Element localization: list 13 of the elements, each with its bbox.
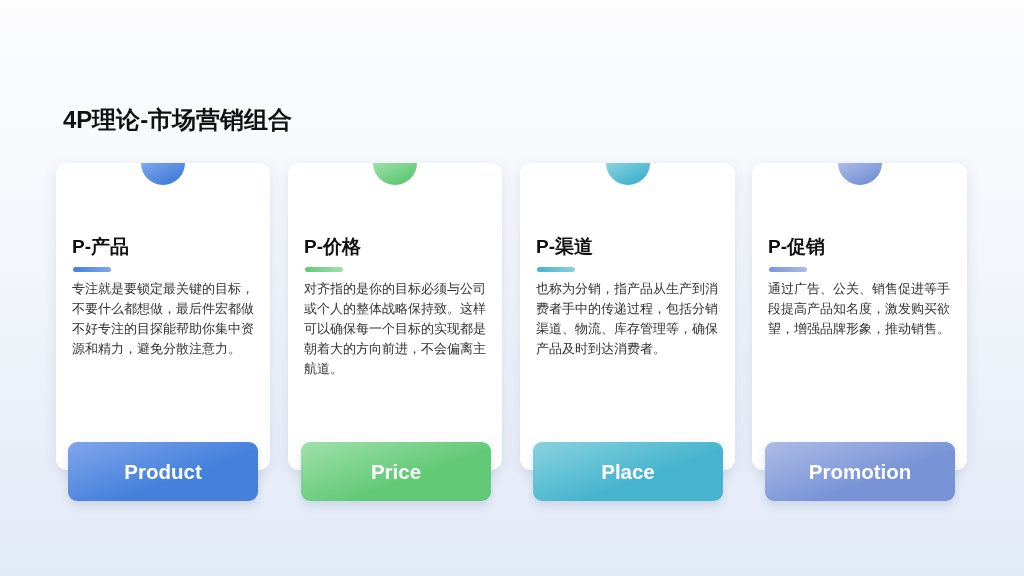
card-heading: P-渠道	[536, 235, 593, 259]
card-heading: P-价格	[304, 235, 361, 259]
card-heading: P-产品	[72, 235, 129, 259]
card-text: 专注就是要锁定最关键的目标，不要什么都想做，最后件宏都做不好专注的目探能帮助你集中资源和精力，避免分散注意力。	[72, 281, 254, 358]
title: 4P理论-市场营销组合	[63, 105, 293, 135]
card-heading: P-促销	[768, 235, 825, 259]
card-text: 也称为分销，指产品从生产到消费者手中的传递过程，包括分销渠道、物流、库存管理等，确保产品及时到达消费者。	[536, 281, 718, 358]
name-banner: Product	[68, 442, 258, 501]
name-banner: Price	[301, 442, 491, 501]
card-text: 通过广告、公关、销售促进等手段提高产品知名度，激发购买欲望，增强品牌形象，推动销售。	[768, 281, 950, 338]
name-banner: Place	[533, 442, 723, 501]
card-text: 对齐指的是你的目标必须与公司或个人的整体战略保持致。这样可以确保每一个目标的实现都是朝着大的方向前进，不会偏离主航道。	[304, 281, 486, 378]
name-banner: Promotion	[765, 442, 955, 501]
